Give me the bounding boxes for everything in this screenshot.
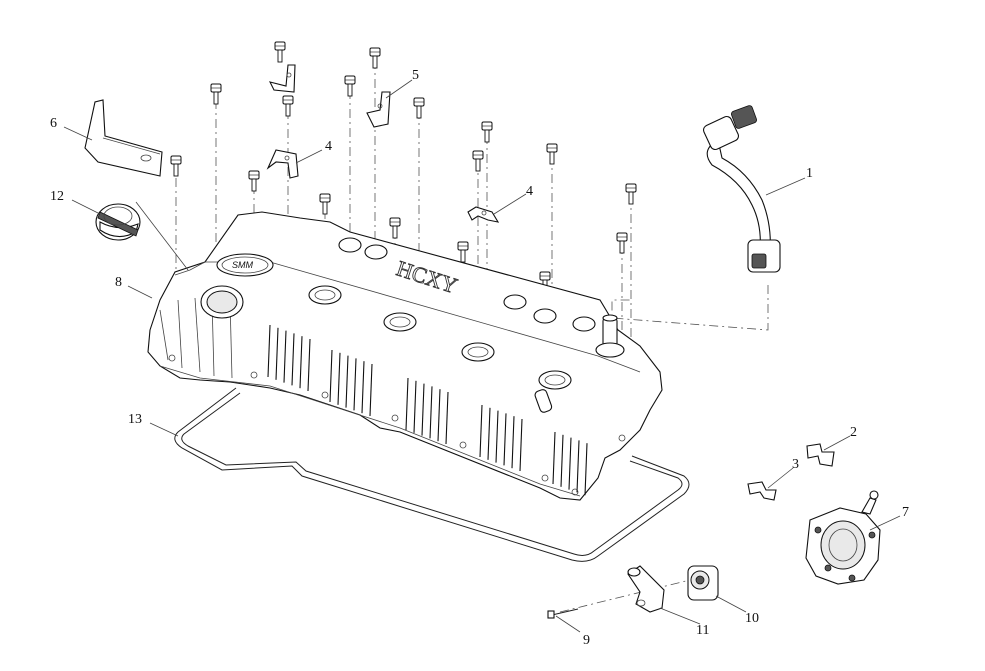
bolt <box>319 193 331 215</box>
callout-labels: 1 2 3 4 4 5 6 7 8 9 10 11 12 13 <box>50 68 909 648</box>
bolt <box>170 155 182 177</box>
cooling-fin <box>345 355 349 408</box>
callout-2: 2 <box>850 425 857 440</box>
callout-3: 3 <box>792 457 799 472</box>
cooling-fin <box>299 336 303 389</box>
cooling-fin <box>445 391 449 445</box>
cooling-fin <box>421 383 425 436</box>
cooling-fin <box>437 389 441 442</box>
bolt <box>344 75 356 97</box>
bolt <box>248 170 260 192</box>
callout-11: 11 <box>696 623 709 638</box>
bracket-4-right <box>467 206 500 223</box>
callout-4-left: 4 <box>325 139 332 154</box>
mounting-bolts <box>170 41 637 293</box>
bolt <box>625 183 637 205</box>
callout-12: 12 <box>50 189 64 204</box>
cooling-fin <box>353 358 357 411</box>
cooling-fin <box>307 338 311 392</box>
cooling-fin <box>560 434 564 487</box>
cooling-fin <box>369 363 373 417</box>
cooling-fin <box>405 377 409 431</box>
callout-8: 8 <box>115 275 122 290</box>
bolt <box>472 150 484 172</box>
bolt <box>210 83 222 105</box>
bracket-5 <box>366 91 391 128</box>
sensor-10 <box>687 565 719 601</box>
bolt <box>389 217 401 239</box>
oil-filler-cap <box>95 203 141 241</box>
cooling-fin <box>479 404 483 458</box>
bracket-6 <box>84 99 163 177</box>
bracket-2 <box>806 443 835 467</box>
pcv-hose <box>703 105 781 273</box>
callout-6: 6 <box>50 116 57 131</box>
bolt <box>457 241 469 263</box>
bracket-4-left <box>266 149 299 179</box>
logo-text: SMM <box>232 260 254 270</box>
cooling-fin <box>584 443 588 496</box>
bolt <box>616 232 628 254</box>
valve-cover: SMM HCXY <box>147 211 663 501</box>
cooling-fin <box>495 410 499 463</box>
cooling-fin <box>275 327 279 380</box>
cooling-fin <box>552 431 556 485</box>
cover-gasket <box>174 387 690 562</box>
cooling-fins <box>267 324 588 496</box>
cooling-fin <box>283 330 287 383</box>
callout-5: 5 <box>412 68 419 83</box>
callout-7: 7 <box>902 505 909 520</box>
callout-9: 9 <box>583 633 590 648</box>
bolt-9 <box>547 608 579 619</box>
bracket-top <box>268 64 296 93</box>
cooling-fin <box>329 349 333 403</box>
elbow-11 <box>627 565 665 613</box>
cooling-fin <box>413 380 417 433</box>
bolt <box>369 47 381 69</box>
callout-13: 13 <box>128 412 142 427</box>
cooling-fin <box>429 386 433 439</box>
cooling-fin <box>519 418 523 472</box>
callout-1: 1 <box>806 166 813 181</box>
cooling-fin <box>576 440 580 493</box>
bolt <box>413 97 425 119</box>
cooling-fin <box>487 407 491 460</box>
vacuum-pump <box>805 490 881 585</box>
bolt <box>546 143 558 165</box>
cooling-fin <box>361 361 365 414</box>
callout-10: 10 <box>745 611 759 626</box>
callout-leaders <box>63 79 901 633</box>
bolt <box>274 41 286 63</box>
callout-4-right: 4 <box>526 184 533 199</box>
bolt <box>282 95 294 117</box>
cooling-fin <box>291 333 295 386</box>
cooling-fin <box>267 324 271 378</box>
cooling-fin <box>568 437 572 490</box>
cooling-fin <box>337 352 341 405</box>
bracket-3 <box>747 481 777 501</box>
cooling-fin <box>503 413 507 466</box>
bolt <box>481 121 493 143</box>
cooling-fin <box>511 416 515 469</box>
